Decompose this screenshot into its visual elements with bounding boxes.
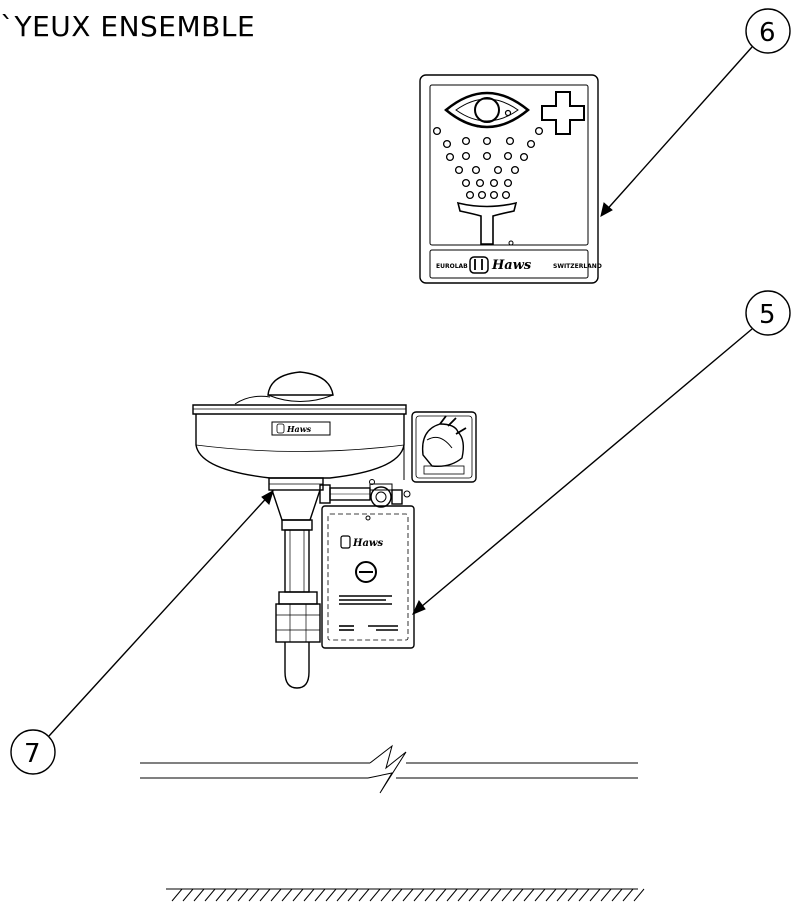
hatch-mark (457, 888, 469, 902)
hatch-mark (391, 888, 403, 902)
water-spray-icon (432, 126, 544, 200)
hatch-mark (182, 888, 194, 902)
bowl-label: Haws (286, 424, 312, 434)
hatch-mark (413, 888, 425, 902)
hatch-mark (270, 888, 282, 902)
hatch-mark (259, 888, 271, 902)
hatch-mark (501, 888, 513, 902)
dust-cover-label: Haws (352, 538, 384, 549)
hatch-mark (193, 888, 205, 902)
hatch-mark (435, 888, 447, 902)
hatch-mark (215, 888, 227, 902)
hatch-mark (281, 888, 293, 902)
hatch-mark (248, 888, 260, 902)
haws-logo-icon (469, 256, 489, 274)
warning-symbol-icon (355, 561, 377, 583)
hatch-mark (512, 888, 524, 902)
hatch-mark (556, 888, 568, 902)
hatch-mark (578, 888, 590, 902)
hatch-mark (600, 888, 612, 902)
hatch-mark (545, 888, 557, 902)
hatch-mark (402, 888, 414, 902)
fountain-stand-icon (456, 201, 518, 245)
hatch-mark (380, 888, 392, 902)
eye-icon (444, 91, 530, 129)
callout-6: 6 (600, 8, 791, 217)
hatch-mark (237, 888, 249, 902)
hatch-mark (446, 888, 458, 902)
hatch-mark (534, 888, 546, 902)
hatch-mark (325, 888, 337, 902)
callout-7: 7 (10, 489, 274, 775)
hatch-mark (303, 888, 315, 902)
hatch-mark (490, 888, 502, 902)
svg-text:5: 5 (759, 300, 776, 330)
hatch-mark (292, 888, 304, 902)
hatch-mark (171, 888, 183, 902)
callout-5: 5 (412, 290, 791, 615)
hatch-mark (622, 888, 634, 902)
hatch-mark (358, 888, 370, 902)
hatch-mark (424, 888, 436, 902)
page-title: `YEUX ENSEMBLE (0, 10, 256, 43)
break-line (140, 744, 638, 794)
hatch-mark (633, 888, 645, 902)
hatch-mark (567, 888, 579, 902)
eyewash-unit: Haws (192, 371, 477, 689)
hatch-mark (226, 888, 238, 902)
svg-text:7: 7 (24, 739, 41, 769)
first-aid-cross-icon (541, 91, 585, 135)
sign-left-text: EUROLAB (436, 263, 468, 270)
eyewash-sign: EUROLAB SWITZERLAND Haws (419, 74, 602, 284)
hatch-mark (347, 888, 359, 902)
sign-brand: Haws (491, 258, 532, 273)
hatch-mark (204, 888, 216, 902)
hand-pushing-icon (421, 415, 467, 468)
hatch-mark (314, 888, 326, 902)
hatch-mark (336, 888, 348, 902)
hatch-mark (369, 888, 381, 902)
hatch-mark (523, 888, 535, 902)
floor-hatching (166, 888, 645, 902)
hatch-mark (468, 888, 480, 902)
hatch-mark (479, 888, 491, 902)
hatch-mark (611, 888, 623, 902)
svg-text:6: 6 (759, 18, 776, 48)
sign-right-text: SWITZERLAND (553, 263, 602, 270)
hatch-mark (589, 888, 601, 902)
